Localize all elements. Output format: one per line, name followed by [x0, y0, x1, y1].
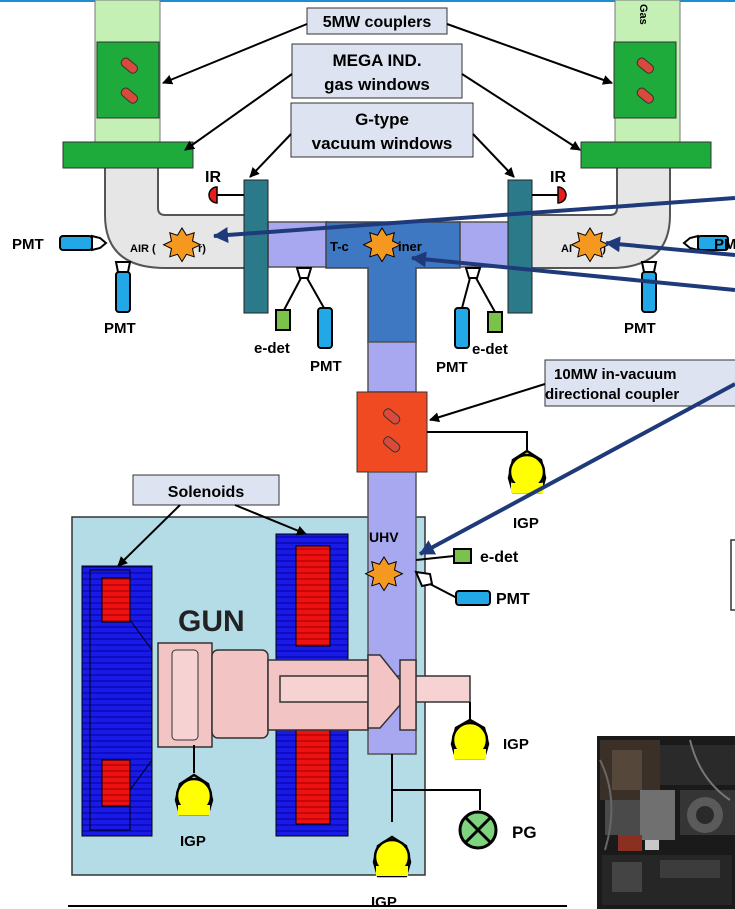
coupler-5mw-left: [97, 42, 159, 118]
coupler-pump-line: [427, 432, 527, 450]
ir-label-left: IR: [205, 169, 221, 186]
callout-10mw-text1: 10MW in-vacuum: [554, 366, 677, 383]
pmt-label-left-low: PMT: [104, 320, 136, 337]
pmt-label-uhv: PMT: [496, 591, 530, 608]
callout-vac-text2: vacuum windows: [312, 134, 453, 153]
ion-pump-icon-coupler: [509, 451, 545, 493]
solenoid-left: [82, 566, 152, 836]
callout-vac-text1: G-type: [355, 110, 409, 129]
pmt-label-far-right: PM: [714, 236, 735, 253]
ir-sensor-left: [209, 187, 244, 203]
callout-10mw-text2: directional coupler: [545, 386, 679, 403]
pmt-label-center-right: PMT: [436, 359, 468, 376]
pmt-icon-far-left: [60, 236, 106, 250]
tcombiner-label-a: T-c: [330, 239, 349, 254]
callout-solenoids-text: Solenoids: [168, 484, 245, 501]
gas-label: Gas: [637, 4, 649, 25]
vacuum-window-left: [244, 180, 268, 313]
callout-gas-text2: gas windows: [324, 75, 430, 94]
photo-inset: [597, 736, 735, 909]
pmt-label-far-left: PMT: [12, 236, 44, 253]
edet-pmt-fork-left: [276, 268, 332, 348]
igp-label-solenoid: IGP: [180, 833, 206, 850]
pressure-gauge-icon: [460, 812, 496, 848]
flange-left: [63, 142, 193, 168]
air-label-left: AIR (: [130, 243, 156, 255]
pmt-icon-right-low: [642, 262, 656, 312]
coupler-5mw-right: [614, 42, 676, 118]
cropped-panel-edge: [731, 540, 735, 610]
vacuum-guide-right: [458, 222, 510, 267]
vacuum-window-right: [508, 180, 532, 313]
air-label-right: AI: [561, 243, 572, 255]
directional-coupler-10mw: [357, 392, 427, 472]
igp-label-coupler: IGP: [513, 515, 539, 532]
pmt-icon-left-low: [116, 262, 130, 312]
ir-label-right: IR: [550, 169, 566, 186]
pmt-label-right-low: PMT: [624, 320, 656, 337]
gun-label: GUN: [178, 605, 245, 638]
igp-label-gun-right: IGP: [503, 736, 529, 753]
edet-pmt-uhv: [416, 549, 490, 605]
pg-label: PG: [512, 823, 537, 842]
vacuum-pipe-upper: [368, 342, 416, 392]
tcombiner-label-b: iner: [398, 239, 422, 254]
flange-right: [581, 142, 711, 168]
ion-pump-icon-gun: [452, 720, 488, 759]
callout-gas-text1: MEGA IND.: [332, 51, 421, 70]
pmt-label-center-left: PMT: [310, 358, 342, 375]
edet-label-right: e-det: [472, 341, 508, 358]
callout-5mw-text: 5MW couplers: [323, 14, 432, 31]
uhv-label: UHV: [369, 529, 399, 545]
edet-label-left: e-det: [254, 340, 290, 357]
edet-label-uhv: e-det: [480, 549, 519, 566]
ir-sensor-right: [532, 187, 566, 203]
edet-pmt-fork-right: [455, 268, 502, 348]
